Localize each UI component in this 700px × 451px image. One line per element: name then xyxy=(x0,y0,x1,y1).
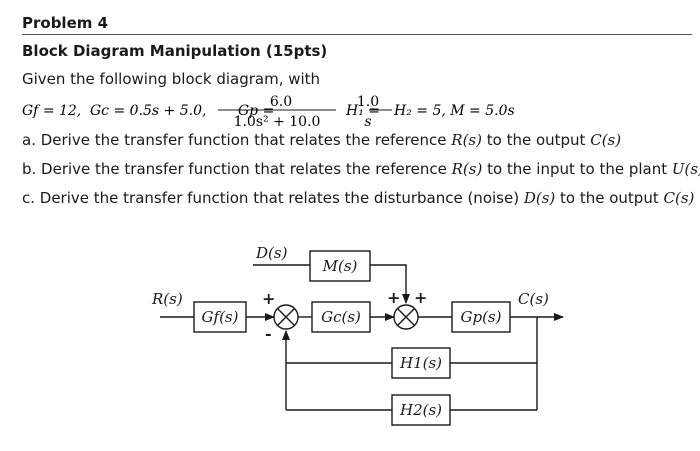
gf-block-label: Gf(s) xyxy=(202,308,239,326)
given-h1-numerator: 1.0 xyxy=(357,94,379,110)
gp-block xyxy=(451,301,511,333)
given-gp-numerator: 6.0 xyxy=(270,94,292,110)
problem-subtitle: Block Diagram Manipulation (15pts) xyxy=(22,42,328,60)
question-c: c. Derive the transfer function that rel… xyxy=(22,189,695,207)
given-gp-denominator: 1.0s² + 10.0 xyxy=(234,114,321,130)
sum2-left-plus-sign: + xyxy=(387,288,400,307)
h1-block xyxy=(391,347,451,379)
given-gc: Gc = 0.5s + 5.0, xyxy=(90,103,206,119)
sum1-minus-sign: - xyxy=(265,324,272,343)
title-divider xyxy=(22,34,692,35)
gp-block-label: Gp(s) xyxy=(461,308,502,326)
m-block-label: M(s) xyxy=(322,257,358,275)
summing-junction-2 xyxy=(393,304,419,330)
question-b: b. Derive the transfer function that rel… xyxy=(22,160,700,178)
sum2-right-plus-sign: + xyxy=(414,288,427,307)
m-to-sum2-line xyxy=(370,264,410,304)
given-h1-lhs: H₁ = xyxy=(345,103,380,119)
gc-block xyxy=(311,301,371,333)
given-rest: H₂ = 5, M = 5.0s xyxy=(393,103,515,119)
summing-junction-1 xyxy=(273,304,299,330)
given-values: Gf = 12, Gc = 0.5s + 5.0, Gp = 6.0 1.0s²… xyxy=(22,94,515,130)
sum1-plus-sign: + xyxy=(262,289,275,308)
input-label: R(s) xyxy=(151,290,183,308)
h2-block-label: H2(s) xyxy=(399,401,442,419)
m-block xyxy=(309,250,371,282)
gf-block xyxy=(193,301,247,333)
disturbance-label: D(s) xyxy=(255,244,288,262)
h1-block-label: H1(s) xyxy=(399,354,442,372)
given-gf: Gf = 12, xyxy=(22,103,81,119)
intro-text: Given the following block diagram, with xyxy=(22,70,321,88)
given-gp-lhs: Gp = xyxy=(238,103,274,119)
h2-block xyxy=(391,394,451,426)
output-label: C(s) xyxy=(518,290,549,308)
problem-title: Problem 4 xyxy=(22,14,109,32)
question-a: a. Derive the transfer function that rel… xyxy=(22,131,622,149)
given-h1-denominator: s xyxy=(364,114,371,130)
gc-block-label: Gc(s) xyxy=(321,308,361,326)
